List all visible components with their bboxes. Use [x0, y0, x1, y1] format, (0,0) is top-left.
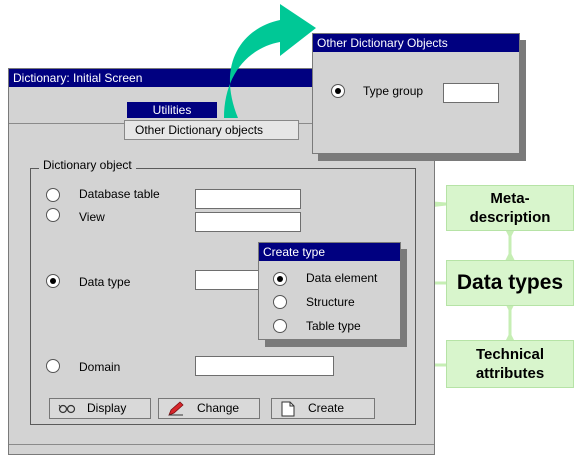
- table-type-label: Table type: [306, 319, 361, 333]
- view-field[interactable]: [195, 212, 301, 232]
- dictionary-object-group: [30, 168, 416, 425]
- utilities-menu[interactable]: Utilities: [127, 102, 217, 118]
- type-group-label: Type group: [363, 84, 424, 98]
- radio-data-type[interactable]: [46, 274, 60, 288]
- option-label-view: View: [79, 210, 105, 224]
- radio-type-group[interactable]: [331, 84, 345, 98]
- create-type-title: Create type: [259, 243, 400, 261]
- structure-label: Structure: [306, 295, 355, 309]
- display-button[interactable]: Display: [49, 398, 151, 419]
- data-type-field[interactable]: [195, 270, 265, 290]
- option-label-domain: Domain: [79, 360, 121, 374]
- database-table-field[interactable]: [195, 189, 301, 209]
- other-dictionary-objects-popup: Other Dictionary Objects Type group: [312, 33, 520, 154]
- change-button[interactable]: Change: [158, 398, 260, 419]
- curved-arrow: [224, 4, 316, 118]
- create-button[interactable]: Create: [271, 398, 375, 419]
- glasses-icon: [58, 401, 76, 421]
- radio-domain[interactable]: [46, 359, 60, 373]
- group-label: Dictionary object: [39, 158, 136, 172]
- domain-field[interactable]: [195, 356, 334, 376]
- type-group-field[interactable]: [443, 83, 499, 103]
- data-element-label: Data element: [306, 271, 378, 285]
- popup-title: Other Dictionary Objects: [313, 34, 519, 52]
- menu-item-other-dictionary-objects[interactable]: Other Dictionary objects: [124, 120, 299, 140]
- change-button-label: Change: [197, 401, 240, 415]
- radio-data-element[interactable]: [273, 272, 287, 286]
- create-type-popup: Create type Data element Structure Table…: [258, 242, 401, 340]
- option-label-database-table: Database table: [79, 187, 160, 201]
- display-button-label: Display: [87, 401, 127, 415]
- data-types-note: Data types: [446, 260, 574, 306]
- technical-attributes-note: Technical attributes: [446, 340, 574, 388]
- new-document-icon: [281, 401, 295, 423]
- create-button-label: Create: [308, 401, 345, 415]
- option-label-data-type: Data type: [79, 275, 131, 289]
- pencil-icon: [167, 401, 185, 422]
- status-bar: [9, 444, 434, 455]
- radio-structure[interactable]: [273, 295, 287, 309]
- radio-database-table[interactable]: [46, 188, 60, 202]
- meta-description-note: Meta- description: [446, 185, 574, 231]
- radio-table-type[interactable]: [273, 319, 287, 333]
- radio-view[interactable]: [46, 208, 60, 222]
